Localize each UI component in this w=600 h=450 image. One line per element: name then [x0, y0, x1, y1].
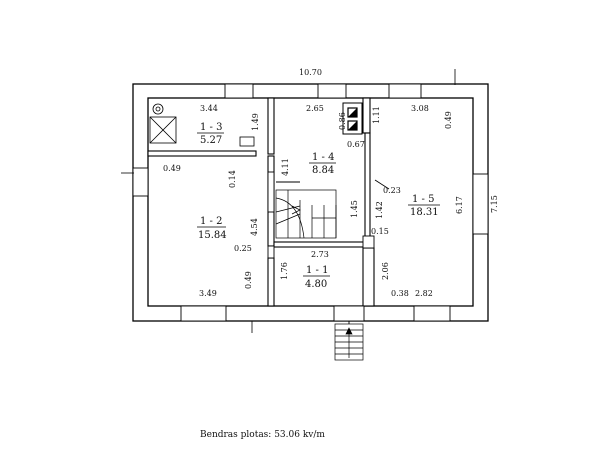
- dim-086: 0.86: [338, 112, 347, 130]
- dim-top-left: 3.44: [200, 104, 218, 113]
- dim-111: 1.11: [372, 106, 381, 124]
- window-right: [472, 173, 489, 235]
- door-left: [267, 245, 275, 259]
- bathroom-fixtures: [149, 103, 255, 147]
- room-labels: 1 - 3 5.27 1 - 4 8.84 1 - 5 18.31 1 - 2 …: [197, 122, 440, 290]
- dim-025: 0.25: [234, 244, 252, 253]
- window-left: [132, 167, 149, 197]
- dim-273: 2.73: [311, 250, 329, 259]
- room-1-4-id: 1 - 4: [312, 152, 334, 163]
- dimension-labels: 10.70 3.44 2.65 3.08 0.67 0.49 0.23 0.25…: [163, 68, 499, 298]
- room-1-3-id: 1 - 3: [200, 122, 222, 133]
- dim-349: 3.49: [199, 289, 217, 298]
- dim-overall-width: 10.70: [299, 68, 322, 77]
- dim-038: 0.38: [391, 289, 409, 298]
- dim-top-right: 3.08: [411, 104, 429, 113]
- windows: [132, 83, 489, 322]
- room-1-1-area: 4.80: [305, 279, 327, 290]
- dim-617: 6.17: [455, 196, 464, 214]
- total-area-label: Bendras plotas: 53.06 kv/m: [200, 430, 325, 440]
- dim-411: 4.11: [281, 158, 290, 176]
- door-stair: [267, 171, 275, 213]
- dim-149: 1.49: [251, 113, 260, 131]
- dim-454: 4.54: [250, 218, 259, 236]
- room-1-3-area: 5.27: [200, 135, 222, 146]
- entrance-door: [333, 305, 365, 322]
- window-top-right: [388, 83, 422, 99]
- dim-049-right: 0.49: [444, 111, 453, 129]
- chimney-icon: [342, 102, 363, 135]
- doors: [267, 171, 390, 326]
- dim-206: 2.06: [381, 262, 390, 280]
- room-1-2-id: 1 - 2: [200, 216, 222, 227]
- dim-015: 0.15: [371, 227, 389, 236]
- room-1-1-id: 1 - 1: [306, 265, 328, 276]
- dim-023: 0.23: [383, 186, 401, 195]
- window-bottom-left: [180, 305, 227, 322]
- window-bottom-right: [413, 305, 451, 322]
- dim-715: 7.15: [490, 195, 499, 213]
- entrance-steps: [334, 323, 364, 361]
- dim-067: 0.67: [347, 140, 365, 149]
- staircase-icon: [275, 189, 337, 239]
- dim-142: 1.42: [375, 201, 384, 219]
- dim-014: 0.14: [228, 170, 237, 188]
- room-1-5-id: 1 - 5: [412, 194, 434, 205]
- door-right: [362, 235, 375, 249]
- window-top-left: [224, 83, 254, 99]
- room-1-4-area: 8.84: [312, 165, 334, 176]
- sink-icon: [239, 136, 255, 147]
- dim-049-left: 0.49: [163, 164, 181, 173]
- dim-176: 1.76: [280, 262, 289, 280]
- room-1-2-area: 15.84: [198, 230, 227, 241]
- arrow-markers: [121, 69, 456, 333]
- dim-049-bottom: 0.49: [244, 271, 253, 289]
- dim-282: 2.82: [415, 289, 433, 298]
- room-1-5-area: 18.31: [410, 207, 439, 218]
- window-top-mid: [317, 83, 347, 99]
- dim-145: 1.45: [350, 200, 359, 218]
- dim-top-mid: 2.65: [306, 104, 324, 113]
